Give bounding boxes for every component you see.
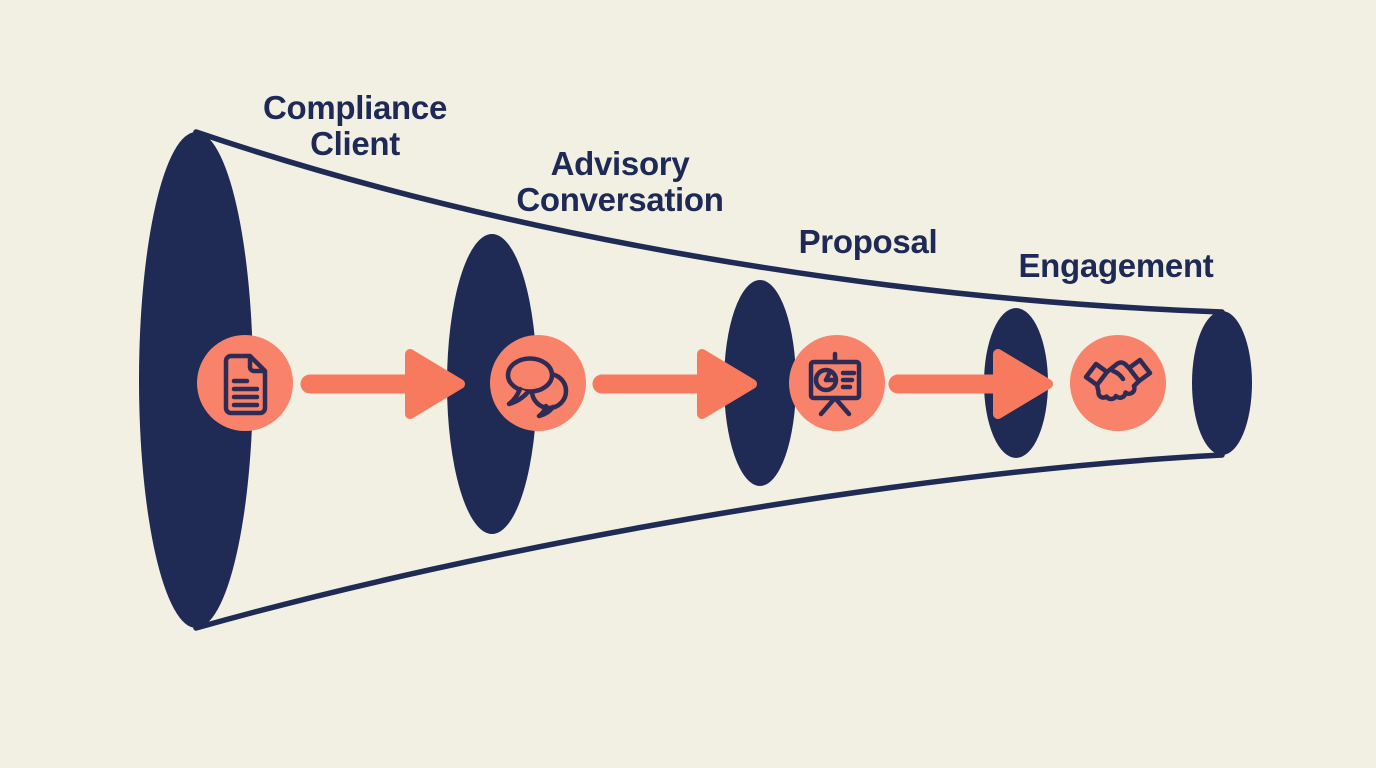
arrow-head-icon (697, 349, 757, 419)
flow-arrow-3 (888, 349, 1053, 419)
chat-bubbles-icon (505, 356, 569, 419)
funnel-bottom-edge (193, 452, 1225, 631)
stage-circle-4 (1070, 335, 1166, 431)
chat-bubble-back-tail (536, 403, 556, 419)
arrow-head-icon (993, 349, 1053, 419)
flow-arrow-2 (592, 349, 757, 419)
handshake-icon (1083, 357, 1153, 402)
flow-arrow-1 (300, 349, 465, 419)
chat-bubble-front-tail (506, 386, 531, 407)
funnel-section-ellipse-3 (724, 280, 796, 486)
funnel-end-ellipse (1192, 311, 1252, 455)
arrow-head-icon (405, 349, 465, 419)
document-icon (223, 353, 268, 416)
presentation-chart-icon (808, 351, 862, 417)
funnel-mouth-ellipse (139, 132, 253, 628)
chat-bubble-front (505, 356, 555, 394)
funnel-top-edge (193, 129, 1225, 315)
